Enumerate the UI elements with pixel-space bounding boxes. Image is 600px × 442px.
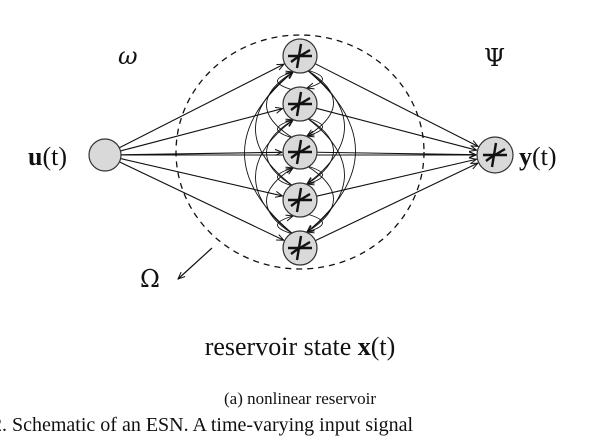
reservoir-neuron-1 — [282, 38, 318, 74]
recurrent-connection-20 — [277, 216, 294, 235]
input-connection-4 — [120, 158, 283, 196]
output-connection-1 — [314, 63, 478, 147]
input-connection-1 — [119, 64, 284, 149]
recurrent-connection-14 — [266, 120, 294, 187]
input-label: u(t) — [28, 142, 67, 171]
recurrent-connection-5 — [277, 72, 294, 91]
psi-output-weights-label: Ψ — [484, 44, 505, 72]
activation-function-icon — [288, 91, 312, 117]
activation-curve — [290, 192, 311, 207]
neuron-layer — [282, 38, 318, 266]
activation-curve — [290, 240, 311, 255]
recurrent-connection-19 — [266, 168, 294, 235]
output-node — [476, 136, 514, 174]
input-node — [88, 138, 122, 172]
input-connection-3 — [120, 152, 282, 154]
output-symbol: y — [519, 142, 532, 171]
output-connection-4 — [316, 159, 477, 197]
recurrent-connection-17 — [244, 72, 294, 235]
activation-function-icon — [288, 235, 312, 261]
output-connection-5 — [315, 163, 478, 242]
omega-input-weights-label: ω — [118, 42, 138, 70]
recurrent-connection-1 — [307, 69, 323, 88]
recurrent-connection-7 — [307, 117, 334, 184]
state-caption-arg: (t) — [370, 332, 396, 361]
output-label: y(t) — [519, 142, 557, 171]
input-connection-5 — [119, 161, 283, 240]
output-connection-2 — [316, 107, 476, 150]
recurrent-connection-6 — [307, 117, 323, 136]
reservoir-neuron-5 — [282, 230, 318, 266]
state-caption-symbol: x — [357, 332, 371, 361]
recurrent-connection-15 — [277, 168, 294, 187]
recurrent-connection-8 — [307, 117, 345, 232]
recurrent-connection-12 — [307, 165, 334, 232]
recurrent-connection-9 — [266, 72, 294, 139]
activation-function-icon — [288, 187, 312, 213]
figure-caption: 2. Schematic of an ESN. A time-varying i… — [0, 414, 414, 436]
reservoir-boundary — [175, 34, 425, 270]
reservoir-state-caption: reservoir state x(t) — [0, 332, 600, 362]
recurrent-connection-4 — [307, 69, 356, 232]
input-symbol: u — [28, 142, 42, 171]
activation-curve — [290, 48, 311, 63]
reservoir-neuron-2 — [282, 86, 318, 122]
input-connection-2 — [120, 109, 282, 152]
output-arg: (t) — [532, 142, 557, 171]
output-connection-3 — [316, 152, 476, 154]
omega-pointer — [178, 247, 213, 279]
recurrent-connection-18 — [255, 120, 294, 235]
activation-curve — [290, 144, 311, 159]
recurrent-connection-11 — [307, 165, 323, 184]
connection-layer — [119, 63, 478, 242]
recurrent-connection-2 — [307, 69, 334, 136]
recurrent-connection-10 — [277, 120, 294, 139]
reservoir-neuron-4 — [282, 182, 318, 218]
reservoir-neuron-3 — [282, 134, 318, 170]
recurrent-connection-16 — [307, 213, 323, 232]
omega-reservoir-label: Ω — [140, 265, 160, 293]
subfigure-caption: (a) nonlinear reservoir — [224, 389, 376, 408]
activation-curve — [290, 96, 311, 111]
activation-function-icon — [288, 43, 312, 69]
state-caption-text: reservoir state — [204, 332, 358, 361]
activation-function-icon — [288, 139, 312, 165]
input-arg: (t) — [42, 142, 67, 171]
